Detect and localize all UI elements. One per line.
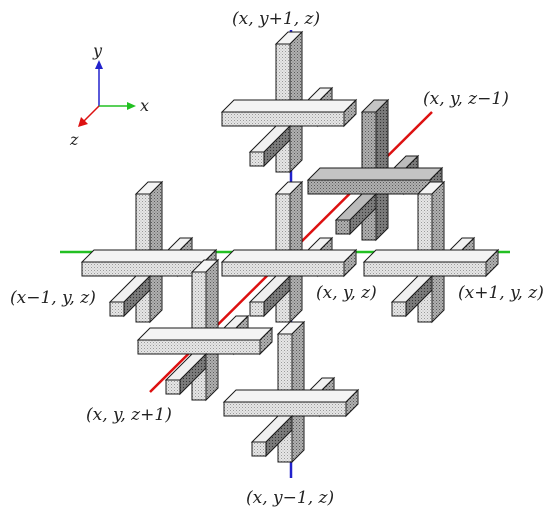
label-z-minus: (x, y, z−1) [423, 89, 509, 109]
x-axis-label: x [140, 96, 149, 115]
label-z-plus: (x, y, z+1) [86, 405, 172, 425]
y-arrow-icon [95, 60, 103, 69]
z-arrow-icon [78, 117, 88, 127]
label-x-minus: (x−1, y, z) [10, 288, 96, 308]
label-x-plus: (x+1, y, z) [458, 283, 544, 303]
z-axis-label: z [69, 130, 79, 149]
label-y-minus: (x, y−1, z) [246, 488, 334, 508]
x-arrow-icon [127, 102, 136, 110]
orientation-axes: y x z [69, 41, 149, 149]
label-center: (x, y, z) [316, 283, 377, 303]
y-axis-label: y [92, 41, 103, 60]
cell-y-plus [221, 31, 357, 173]
label-y-plus: (x, y+1, z) [232, 9, 320, 29]
